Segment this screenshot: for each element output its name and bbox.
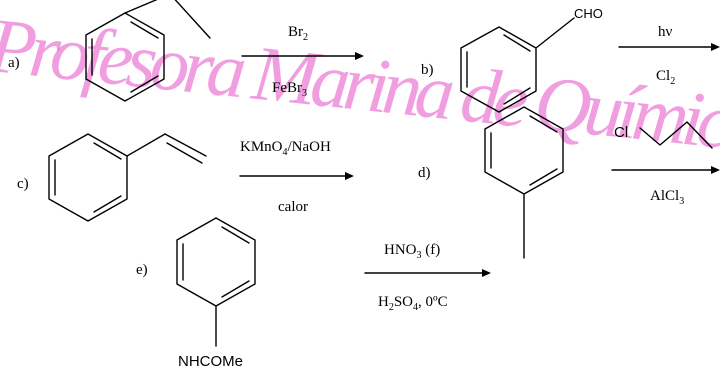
molecule-chloropropane bbox=[639, 121, 713, 149]
reaction-e-text: e) NHCOMe HNO3 (f) H2SO4, 0ºC bbox=[136, 242, 448, 370]
reagent-below-d: AlCl3 bbox=[650, 188, 684, 207]
reagent-above-e: HNO3 (f) bbox=[384, 242, 440, 261]
molecule-toluene bbox=[484, 106, 564, 259]
chlorine-atom: Cl bbox=[614, 124, 628, 141]
molecule-styrene bbox=[48, 133, 207, 222]
molecule-acetanilide bbox=[176, 217, 256, 347]
reagent-below-a: FeBr3 bbox=[272, 80, 307, 99]
aldehyde-bond bbox=[535, 17, 575, 49]
label-d: d) bbox=[418, 165, 431, 181]
vinyl-double-bond-2 bbox=[166, 142, 203, 164]
reaction-a-text: a) Br2 FeBr3 bbox=[8, 24, 308, 99]
reaction-c-text: c) KMnO4/NaOH calor bbox=[17, 139, 331, 215]
label-e: e) bbox=[136, 262, 148, 278]
reagent-below-c: calor bbox=[278, 199, 308, 215]
watermark: Profesora Marina de Química bbox=[0, 1, 720, 169]
reagent-below-b: Cl2 bbox=[656, 68, 675, 87]
reaction-d-text: d) Cl AlCl3 bbox=[418, 124, 684, 207]
reaction-b-text: b) CHO hν Cl2 bbox=[421, 6, 675, 87]
label-c: c) bbox=[17, 176, 29, 192]
reagent-above-b: hν bbox=[658, 24, 673, 40]
molecule-benzaldehyde bbox=[460, 17, 575, 113]
label-b: b) bbox=[421, 62, 434, 78]
substituent-cho: CHO bbox=[574, 6, 603, 21]
reagent-above-c: KMnO4/NaOH bbox=[240, 139, 331, 158]
reagent-above-a: Br2 bbox=[288, 24, 308, 43]
label-a: a) bbox=[8, 55, 20, 71]
benzene-ring-a bbox=[85, 12, 165, 102]
ethyl-chain bbox=[124, 0, 211, 39]
substituent-nhcome: NHCOMe bbox=[178, 353, 243, 370]
benzene-ring-e bbox=[176, 217, 256, 307]
watermark-text: Profesora Marina de Química bbox=[0, 1, 720, 169]
vinyl-double-bond-1 bbox=[164, 133, 207, 157]
vinyl-single-bond bbox=[126, 133, 166, 157]
propyl-chain bbox=[639, 121, 713, 149]
reagent-below-e: H2SO4, 0ºC bbox=[378, 294, 448, 313]
molecule-ethylbenzene bbox=[85, 0, 211, 102]
benzene-ring-c bbox=[48, 133, 128, 222]
